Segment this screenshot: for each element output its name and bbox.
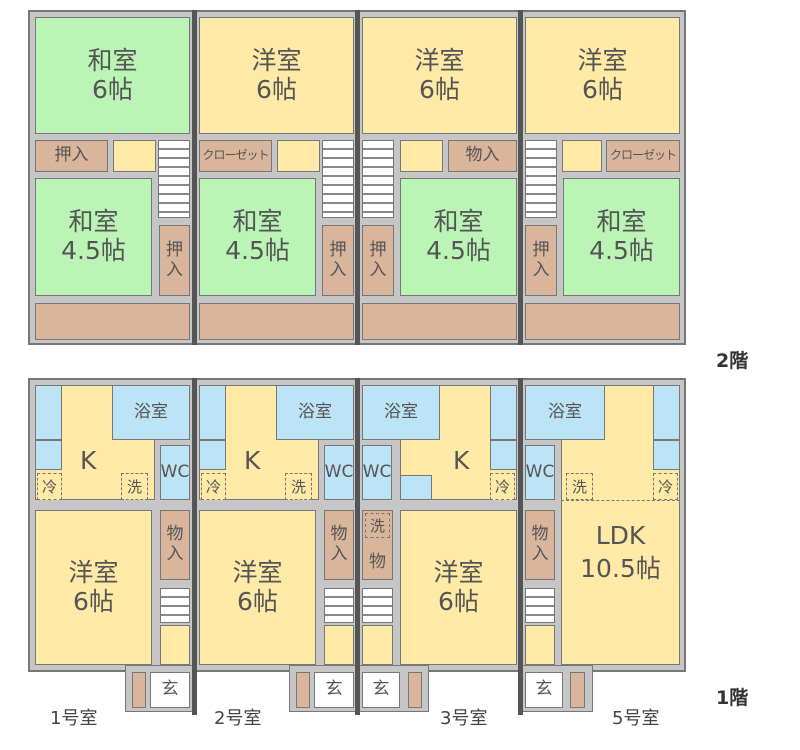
hallway: [562, 140, 602, 172]
bathroom: 浴室: [525, 385, 605, 440]
toilet: WC: [160, 445, 190, 500]
unit-divider: [192, 378, 197, 715]
hallway: [277, 140, 320, 172]
entrance: 玄: [314, 672, 354, 708]
shoe-cabinet: [296, 672, 310, 708]
kitchen-label: K: [453, 446, 470, 475]
bathroom: 浴室: [362, 385, 440, 440]
washer-space: 洗: [285, 473, 312, 500]
fridge-space: 冷: [490, 473, 515, 500]
shoe-cabinet: [132, 672, 146, 708]
bathroom: 浴室: [112, 385, 190, 440]
unit-divider: [192, 10, 197, 345]
kitchen-cabinet: [35, 385, 62, 440]
side-closet: 押入: [159, 225, 190, 296]
shoe-cabinet: [570, 672, 585, 708]
sink: [35, 440, 62, 470]
balcony: [525, 303, 680, 340]
stairs: [324, 588, 354, 623]
floor-label-1f: 1階: [716, 687, 749, 709]
closet: クローゼット: [606, 140, 680, 172]
unit-name: 3号室: [440, 708, 488, 729]
stairs: [525, 140, 557, 218]
fridge-space: 冷: [37, 473, 62, 500]
kitchen-cabinet: [490, 385, 517, 440]
storage: 物入: [160, 510, 190, 580]
unit-name: 2号室: [214, 708, 262, 729]
side-closet: 押入: [322, 225, 354, 296]
kitchen-label: K: [244, 446, 261, 475]
hallway: [400, 140, 443, 172]
stairs: [160, 588, 190, 623]
hallway: [113, 140, 156, 172]
toilet: WC: [362, 445, 392, 500]
balcony: [35, 303, 190, 340]
kitchen-label: K: [80, 446, 97, 475]
sink: [490, 440, 517, 470]
closet: クローゼット: [199, 140, 272, 172]
washbasin: [400, 475, 432, 500]
shoe-cabinet: [408, 672, 422, 708]
kitchen-cabinet: [199, 385, 226, 440]
closet: 押入: [35, 140, 108, 172]
side-closet: 押入: [525, 225, 557, 296]
floor-label-2f: 2階: [716, 350, 749, 372]
balcony: [362, 303, 517, 340]
entrance: 玄: [525, 672, 563, 708]
fridge-space: 冷: [201, 473, 226, 500]
side-closet: 押入: [362, 225, 394, 296]
toilet: WC: [324, 445, 354, 500]
sink: [199, 440, 226, 470]
washer-space: 洗: [566, 473, 593, 500]
unit-name: 1号室: [50, 708, 98, 729]
unit-divider: [518, 10, 523, 345]
entrance: 玄: [362, 672, 400, 708]
hallway: [160, 625, 190, 665]
stairs: [322, 140, 354, 218]
fridge-space: 冷: [653, 473, 678, 500]
unit-name: 5号室: [612, 708, 660, 729]
stairs: [525, 588, 555, 623]
toilet: WC: [525, 445, 555, 500]
hallway: [362, 625, 393, 665]
storage: 物入: [525, 510, 555, 580]
entrance: 玄: [150, 672, 190, 708]
closet: 物入: [448, 140, 517, 172]
balcony: [199, 303, 354, 340]
stairs: [158, 140, 190, 218]
bathroom: 浴室: [276, 385, 354, 440]
unit-divider: [518, 378, 523, 715]
washer-space: 洗: [121, 473, 148, 500]
unit-divider: [355, 10, 360, 345]
ldk-divider-dashed: [561, 500, 680, 501]
washer-space: 洗: [365, 513, 390, 538]
sink: [653, 440, 680, 470]
unit-divider: [355, 378, 360, 715]
stairs: [362, 588, 393, 623]
hallway: [324, 625, 354, 665]
storage: 物入: [324, 510, 354, 580]
hallway: [525, 625, 555, 665]
stairs: [362, 140, 394, 218]
kitchen-cabinet: [653, 385, 680, 440]
